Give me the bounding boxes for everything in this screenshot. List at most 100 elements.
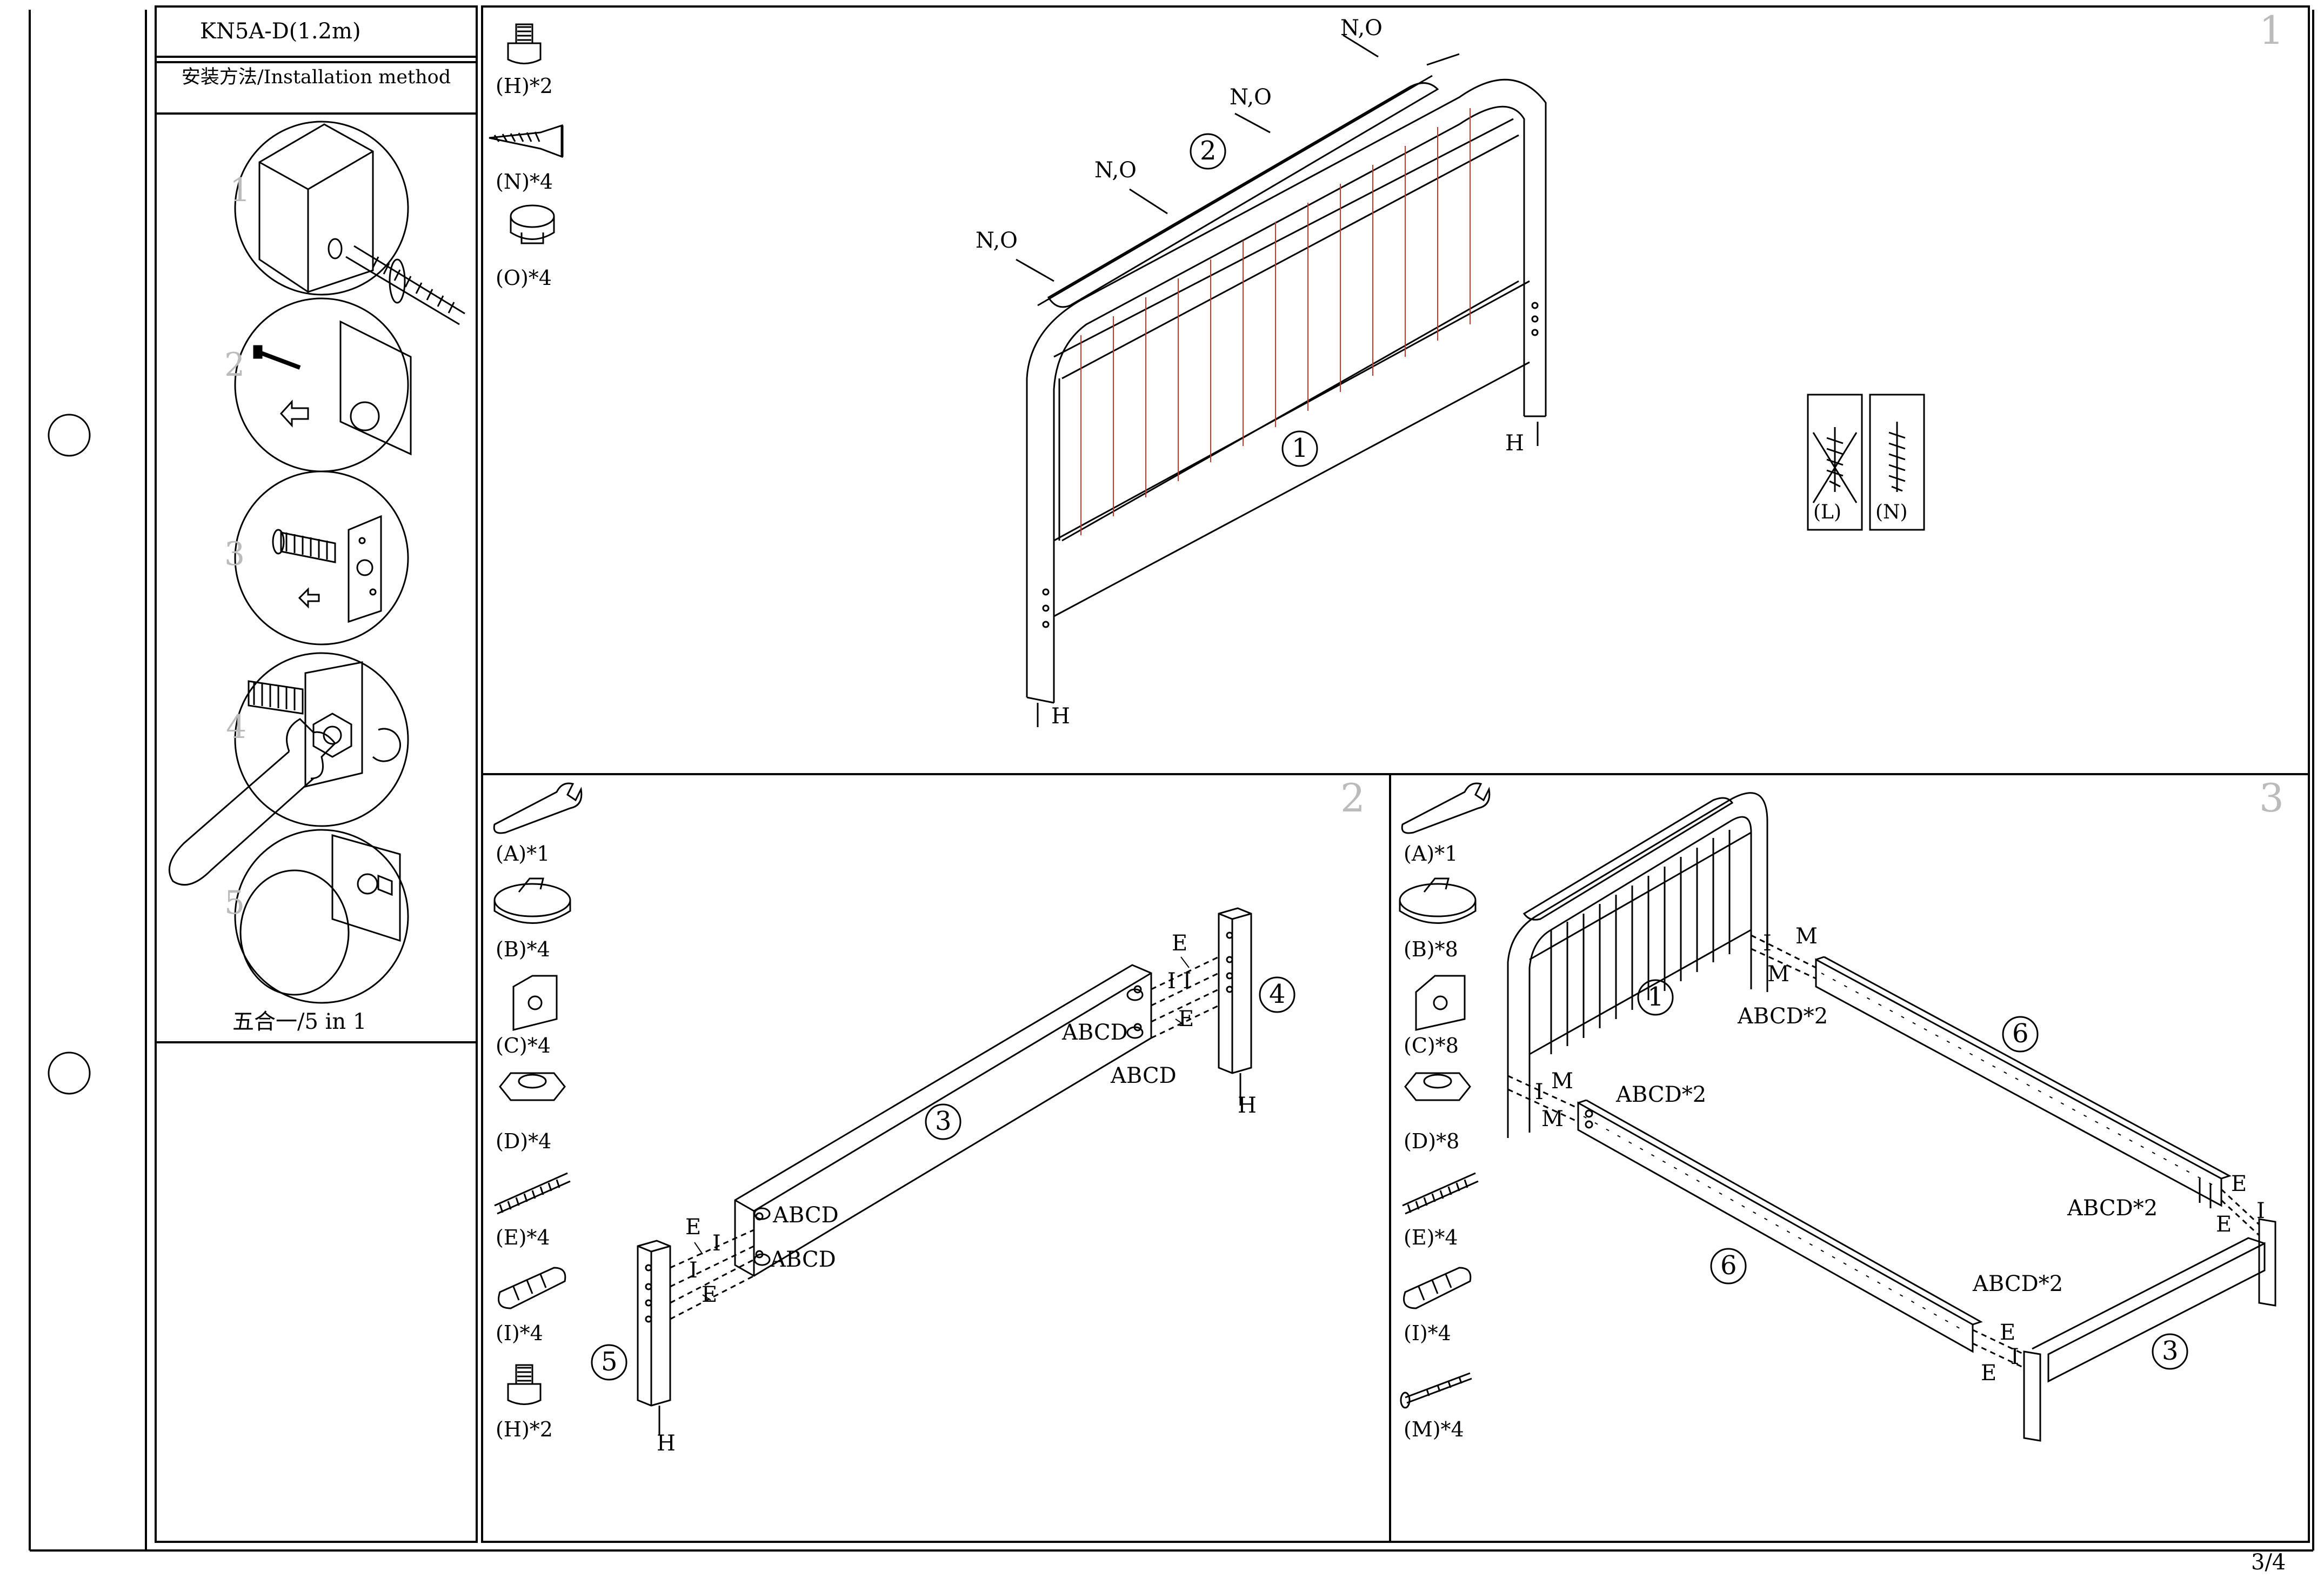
part-e-threaded-rod-icon bbox=[1402, 1172, 1479, 1215]
part-label: (H)*2 bbox=[496, 74, 553, 98]
headboard-drawing bbox=[1507, 792, 1768, 1138]
panel-number: 1 bbox=[2259, 8, 2284, 53]
part-a-wrench-icon bbox=[493, 782, 583, 834]
part-label: (E)*4 bbox=[496, 1226, 550, 1249]
step-1-bolt-insert-icon bbox=[234, 121, 465, 325]
callout-h: H bbox=[1238, 1093, 1257, 1118]
callout-m: M bbox=[1767, 962, 1789, 987]
part-2-number: 2 bbox=[1200, 136, 1217, 166]
part-label: (H)*2 bbox=[496, 1417, 553, 1441]
callout-e: E bbox=[1178, 1007, 1194, 1031]
step-4-nut-wrench-icon bbox=[168, 652, 409, 886]
step-5-cover-cap-icon bbox=[234, 829, 409, 1004]
part-label: (D)*4 bbox=[496, 1129, 552, 1153]
callout-abcd: ABCD bbox=[1062, 1020, 1128, 1045]
callout-no: N,O bbox=[1230, 85, 1272, 110]
callout-ii: I I bbox=[1167, 969, 1192, 994]
part-label: (I)*4 bbox=[1404, 1321, 1451, 1345]
part-1-number: 1 bbox=[1647, 982, 1664, 1012]
callout-e: E bbox=[2216, 1212, 2232, 1237]
step-number: 2 bbox=[224, 346, 245, 384]
part-label: (C)*4 bbox=[496, 1034, 551, 1057]
step-number: 4 bbox=[226, 708, 247, 746]
part-d-nut-icon bbox=[499, 1072, 566, 1101]
callout-no: N,O bbox=[1094, 158, 1137, 183]
part-d-nut-icon bbox=[1404, 1072, 1471, 1101]
part-c-plate-icon bbox=[1415, 975, 1466, 1031]
callout-h: H bbox=[1505, 431, 1524, 456]
callout-h: H bbox=[1051, 704, 1070, 729]
part-label: (B)*4 bbox=[496, 937, 550, 961]
screw-label-n: (N) bbox=[1875, 501, 1908, 523]
callout-e: E bbox=[2000, 1320, 2016, 1345]
part-label: (N)*4 bbox=[496, 170, 553, 194]
part-1-callout bbox=[1281, 430, 1318, 467]
part-label: (D)*8 bbox=[1404, 1129, 1460, 1153]
step-number: 3 bbox=[224, 535, 245, 573]
part-i-dowel-icon bbox=[498, 1267, 566, 1309]
part-5-callout bbox=[591, 1344, 627, 1381]
part-1-callout bbox=[1637, 979, 1674, 1016]
callout-i: I bbox=[1535, 1080, 1544, 1104]
part-6-callout bbox=[2002, 1016, 2039, 1053]
part-h-bolt-icon bbox=[507, 23, 542, 64]
callout-h: H bbox=[657, 1431, 676, 1456]
callout-abcd2: ABCD*2 bbox=[1973, 1272, 2063, 1296]
part-c-plate-icon bbox=[512, 975, 558, 1031]
callout-abcd2: ABCD*2 bbox=[1738, 1004, 1828, 1029]
part-n-screw-icon bbox=[489, 124, 564, 158]
screw-comparison bbox=[1807, 394, 1925, 531]
part-label: (B)*8 bbox=[1404, 937, 1458, 961]
part-4-callout bbox=[1259, 976, 1295, 1013]
part-6-number: 6 bbox=[2012, 1019, 2029, 1049]
callout-i: I bbox=[712, 1231, 721, 1256]
callout-i: I bbox=[1763, 931, 1772, 956]
leg-5-drawing bbox=[637, 1240, 671, 1435]
part-label: (A)*1 bbox=[1404, 842, 1458, 866]
callout-abcd: ABCD bbox=[1111, 1063, 1177, 1088]
footboard-rail-3-drawing bbox=[2023, 1218, 2276, 1442]
step-3-bolt-plate-icon bbox=[234, 470, 409, 645]
part-3-callout bbox=[925, 1103, 961, 1140]
installation-method-title: 安装方法/Installation method bbox=[181, 66, 451, 88]
part-3-callout bbox=[2152, 1333, 2188, 1370]
callout-e: E bbox=[702, 1282, 718, 1307]
callout-m: M bbox=[1551, 1069, 1573, 1094]
part-label: (M)*4 bbox=[1404, 1417, 1464, 1441]
headboard-stitching bbox=[1080, 108, 1471, 535]
callout-no: N,O bbox=[1340, 16, 1383, 41]
callout-e: E bbox=[1981, 1361, 1997, 1386]
no-leader-lines bbox=[1016, 34, 1379, 282]
page-number: 3/4 bbox=[2251, 1550, 2286, 1575]
binder-hole-bottom bbox=[48, 1051, 91, 1095]
leg-4-drawing bbox=[1218, 907, 1252, 1106]
part-label: (C)*8 bbox=[1404, 1034, 1459, 1057]
part-3-number: 3 bbox=[2162, 1336, 2179, 1366]
step-number: 1 bbox=[230, 171, 251, 209]
callout-abcd2: ABCD*2 bbox=[2067, 1196, 2158, 1221]
part-m-bolt-icon bbox=[1400, 1372, 1472, 1409]
callout-i: I bbox=[2011, 1345, 2019, 1369]
callout-m: M bbox=[1795, 924, 1818, 949]
part-h-bolt-icon bbox=[507, 1364, 542, 1405]
part-b-cam-lock-icon bbox=[493, 877, 571, 924]
part-i-dowel-icon bbox=[1403, 1267, 1472, 1309]
callout-abcd: ABCD bbox=[770, 1247, 836, 1272]
model-label: KN5A-D(1.2m) bbox=[200, 19, 361, 44]
side-rail-6-right-drawing bbox=[1815, 956, 2232, 1208]
part-a-wrench-icon bbox=[1401, 782, 1491, 834]
callout-e: E bbox=[685, 1215, 702, 1240]
side-rail-6-left-drawing bbox=[1577, 1099, 1983, 1353]
five-in-one-caption: 五合一/5 in 1 bbox=[232, 1009, 367, 1034]
callout-i: I bbox=[2256, 1199, 2265, 1223]
part-label: (O)*4 bbox=[496, 266, 552, 290]
callout-m: M bbox=[1541, 1107, 1564, 1132]
panel-number: 2 bbox=[1340, 775, 1365, 821]
callout-no: N,O bbox=[976, 228, 1018, 253]
screw-label-l: (L) bbox=[1813, 501, 1841, 523]
panel-number: 3 bbox=[2259, 775, 2284, 821]
